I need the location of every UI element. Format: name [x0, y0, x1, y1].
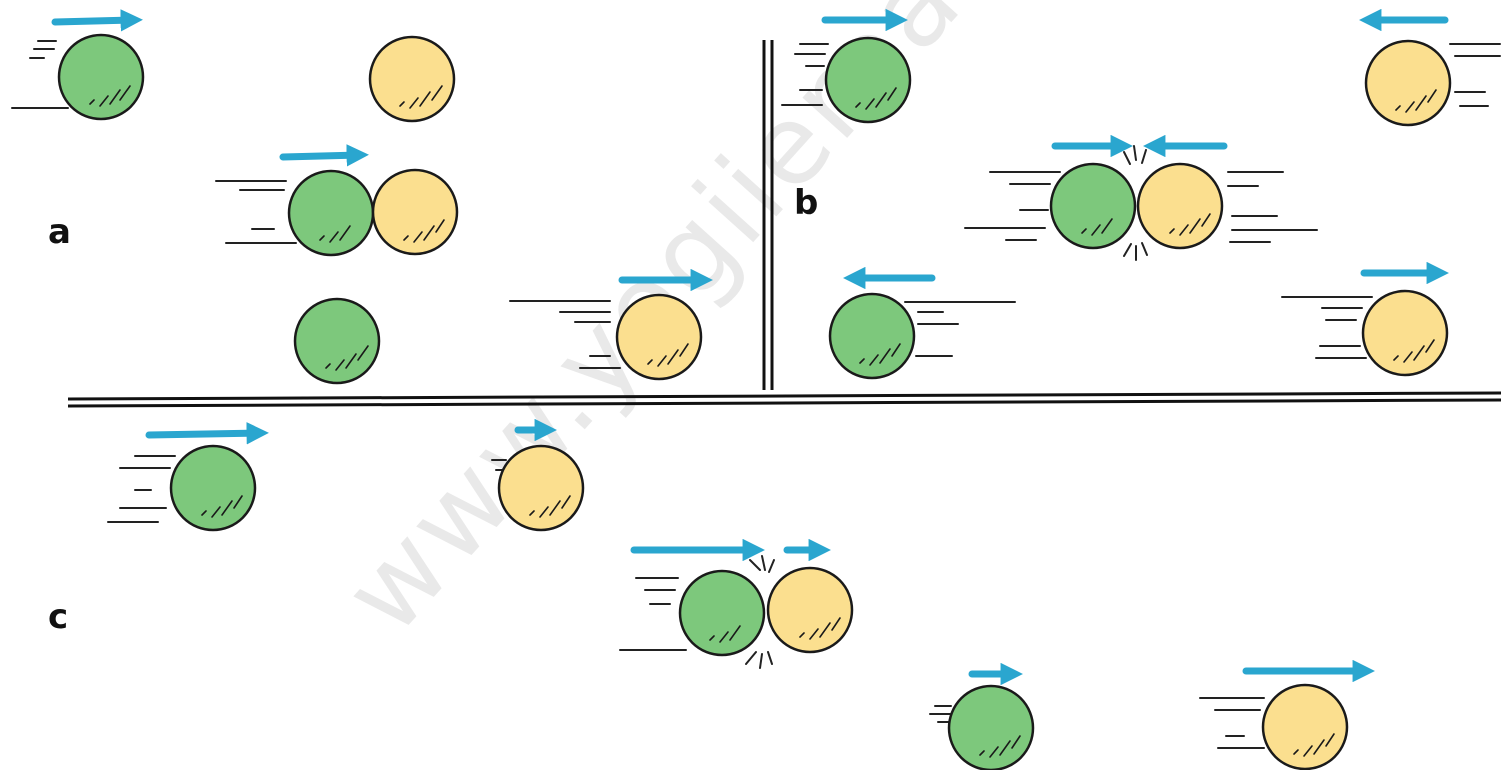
- ball-shading: [89, 85, 1437, 758]
- yellow-ball-a3: [615, 293, 703, 381]
- impact-burst-c: [745, 555, 775, 669]
- yellow-ball-b2: [1136, 162, 1224, 250]
- panel-label-b: b: [794, 183, 818, 223]
- yellow-ball-b1: [1364, 39, 1452, 127]
- arrow-right-icon: [279, 144, 369, 167]
- green-ball-c1: [169, 444, 257, 532]
- green-ball-a2: [287, 169, 375, 257]
- panel-dividers: [67, 40, 1501, 408]
- yellow-ball-c1: [497, 444, 585, 532]
- green-ball-a1: [57, 33, 145, 121]
- yellow-ball-a2: [371, 168, 459, 256]
- yellow-ball-c2: [766, 566, 854, 654]
- green-ball-c2: [678, 569, 766, 657]
- green-ball-c3: [947, 684, 1035, 770]
- balls: [57, 33, 1452, 770]
- yellow-ball-a1: [368, 35, 456, 123]
- panel-label-a: a: [48, 212, 71, 252]
- arrow-right-icon: [145, 422, 269, 445]
- green-ball-b1: [824, 36, 912, 124]
- yellow-ball-b3: [1361, 289, 1449, 377]
- green-ball-a3: [293, 297, 381, 385]
- arrow-right-icon: [51, 9, 143, 32]
- velocity-arrows: [51, 8, 1449, 686]
- green-ball-b2: [1049, 162, 1137, 250]
- yellow-ball-c3: [1261, 683, 1349, 770]
- motion-lines: [11, 40, 1501, 749]
- green-ball-b3: [828, 292, 916, 380]
- panel-label-c: c: [48, 597, 68, 637]
